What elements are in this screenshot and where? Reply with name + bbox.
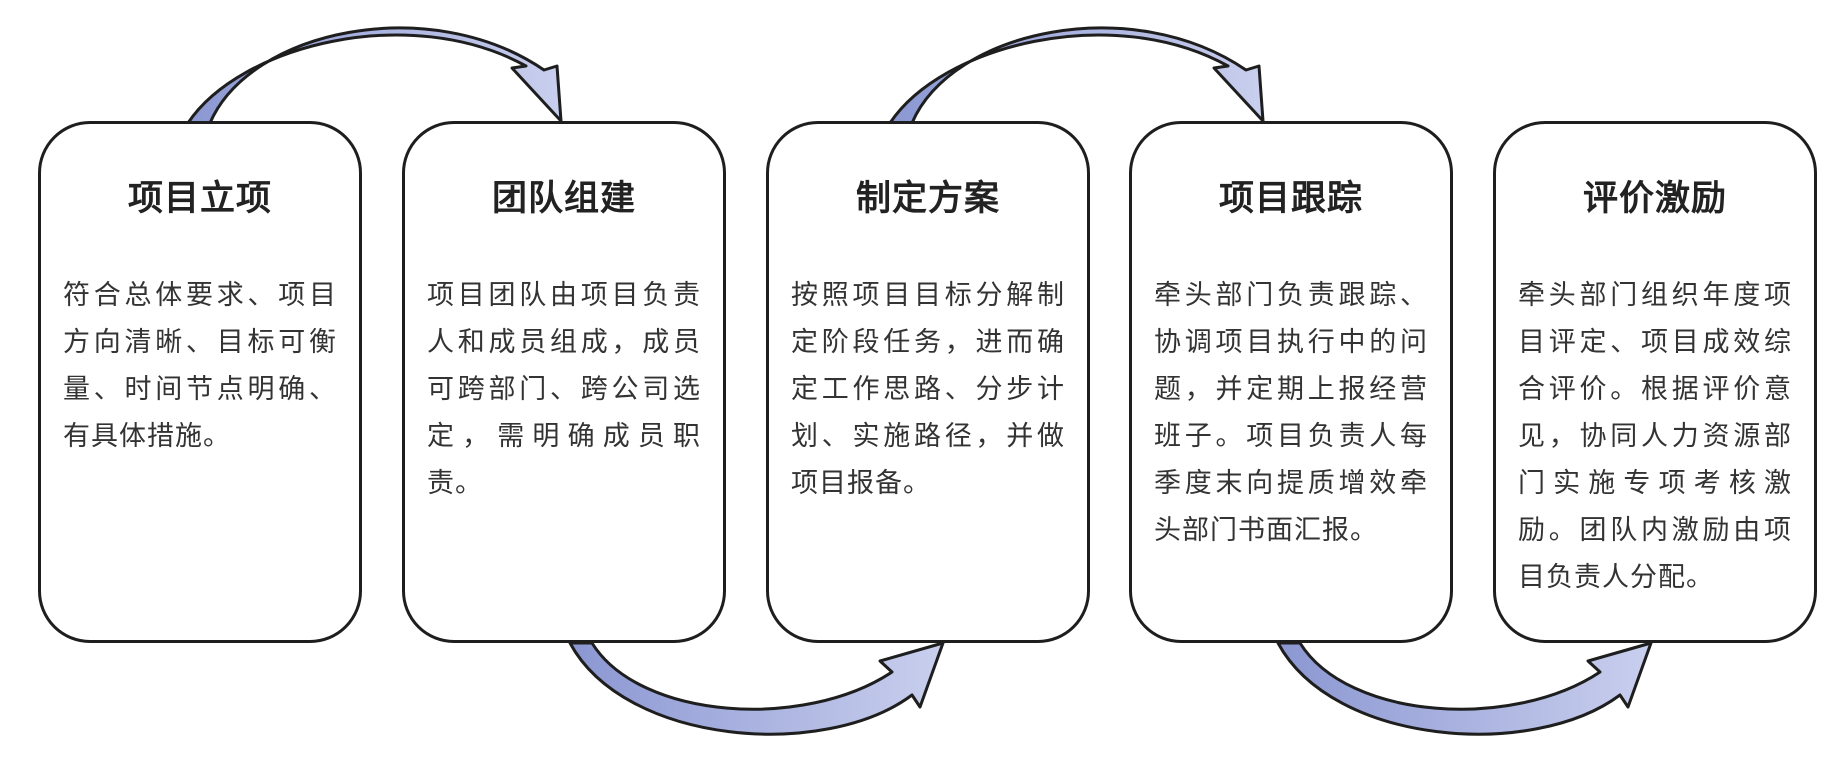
step-title: 项目跟踪 xyxy=(1218,179,1363,219)
arrow-step3-to-step4 xyxy=(888,26,1265,125)
step-title: 项目立项 xyxy=(127,179,272,219)
step-description: 牵头部门组织年度项目评定、项目成效综合评价。根据评价意见，协同人力资源部门实施专… xyxy=(1518,280,1792,593)
step-card-4: 项目跟踪 牵头部门负责跟踪、协调项目执行中的问题，并定期上报经营班子。项目负责人… xyxy=(1129,121,1453,643)
arrow-step2-to-step3 xyxy=(568,641,945,736)
arrow-step4-to-step5 xyxy=(1276,641,1653,736)
step-card-2: 团队组建 项目团队由项目负责人和成员组成，成员可跨部门、跨公司选定，需明确成员职… xyxy=(402,121,726,643)
step-title: 团队组建 xyxy=(491,179,636,219)
step-description: 项目团队由项目负责人和成员组成，成员可跨部门、跨公司选定，需明确成员职责。 xyxy=(427,280,701,499)
step-card-3: 制定方案 按照项目目标分解制定阶段任务，进而确定工作思路、分步计划、实施路径，并… xyxy=(766,121,1090,643)
step-card-1: 项目立项 符合总体要求、项目方向清晰、目标可衡量、时间节点明确、有具体措施。 xyxy=(38,121,362,643)
step-description: 牵头部门负责跟踪、协调项目执行中的问题，并定期上报经营班子。项目负责人每季度末向… xyxy=(1154,280,1428,546)
step-title: 评价激励 xyxy=(1582,179,1727,219)
step-description: 按照项目目标分解制定阶段任务，进而确定工作思路、分步计划、实施路径，并做项目报备… xyxy=(791,280,1065,499)
step-card-5: 评价激励 牵头部门组织年度项目评定、项目成效综合评价。根据评价意见，协同人力资源… xyxy=(1493,121,1817,643)
step-description: 符合总体要求、项目方向清晰、目标可衡量、时间节点明确、有具体措施。 xyxy=(63,280,337,452)
step-title: 制定方案 xyxy=(855,179,1000,219)
arrow-step1-to-step2 xyxy=(186,26,563,125)
